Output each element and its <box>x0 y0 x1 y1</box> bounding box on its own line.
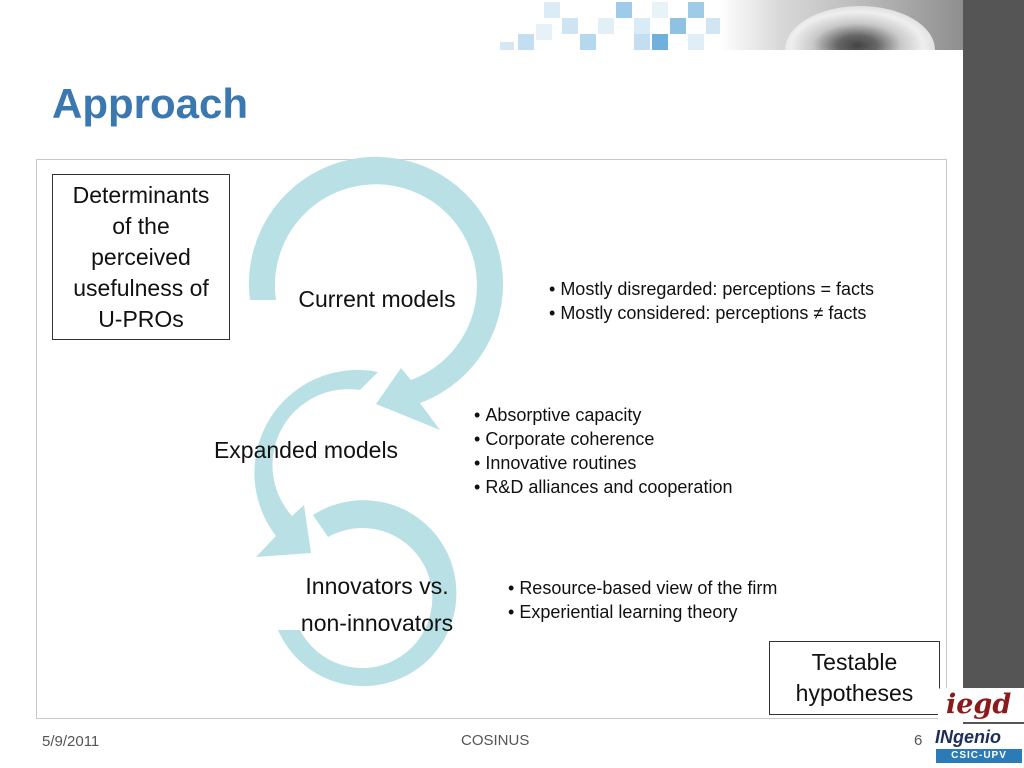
innovators-bullets: Resource-based view of the firm Experien… <box>508 576 777 624</box>
content-frame <box>36 159 947 719</box>
page-number: 6 <box>914 732 923 749</box>
determinants-box: Determinants of the perceived usefulness… <box>52 174 230 340</box>
current-models-bullets: Mostly disregarded: perceptions = facts … <box>549 277 874 325</box>
bullet-item: Innovative routines <box>474 451 732 475</box>
right-sidebar-bar <box>963 0 1024 768</box>
testable-line: Testable <box>811 649 898 675</box>
bullet-item: Mostly disregarded: perceptions = facts <box>549 277 874 301</box>
bullet-item: Experiential learning theory <box>508 600 777 624</box>
footer-date: 5/9/2011 <box>42 733 100 750</box>
determinants-line: perceived <box>91 244 191 270</box>
determinants-line: of the <box>112 213 170 239</box>
testable-line: hypotheses <box>795 680 914 706</box>
node-current-models: Current models <box>298 286 456 312</box>
ingenio-logo: INgenio CSIC-UPV <box>933 724 1024 768</box>
node-innovators: Innovators vs. non-innovators <box>280 568 474 642</box>
header-decoration <box>500 0 963 50</box>
bullet-item: R&D alliances and cooperation <box>474 475 732 499</box>
bullet-item: Absorptive capacity <box>474 403 732 427</box>
node-innovators-line: Innovators vs. <box>305 573 449 599</box>
iegd-logo: iegd <box>938 688 1024 722</box>
ingenio-logo-text: INgenio <box>935 727 1001 747</box>
cycle-arrow-expanded <box>254 369 378 557</box>
node-expanded-models: Expanded models <box>213 437 399 463</box>
cycle-arrow-innovators <box>278 500 457 687</box>
node-innovators-line: non-innovators <box>300 610 454 636</box>
footer-center: COSINUS <box>461 732 530 749</box>
testable-hypotheses-box: Testable hypotheses <box>769 641 940 715</box>
bullet-item: Corporate coherence <box>474 427 732 451</box>
slide-title: Approach <box>52 80 249 127</box>
ingenio-logo-subtext: CSIC-UPV <box>936 749 1022 763</box>
expanded-models-bullets: Absorptive capacity Corporate coherence … <box>474 403 732 499</box>
bullet-item: Resource-based view of the firm <box>508 576 777 600</box>
determinants-line: usefulness of <box>73 275 209 301</box>
determinants-line: U-PROs <box>98 306 184 332</box>
bullet-item: Mostly considered: perceptions ≠ facts <box>549 301 874 325</box>
determinants-line: Determinants <box>72 182 210 208</box>
